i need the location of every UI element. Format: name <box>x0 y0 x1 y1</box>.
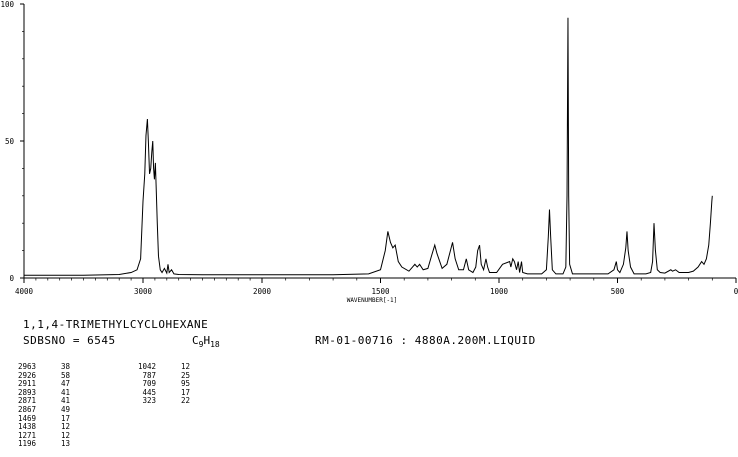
formula-element-h: H <box>203 334 211 347</box>
peak-wavenumber: 2926 <box>17 370 36 380</box>
formula-count-h: 18 <box>210 340 220 350</box>
peak-intensity: 25 <box>180 370 190 380</box>
peak-intensity: 95 <box>180 379 190 389</box>
formula-element-c: C <box>192 334 199 347</box>
sdbs-number: SDBSNO = 6545 <box>23 334 116 347</box>
molecular-formula: C9H18 <box>192 334 220 349</box>
peak-row: 1469 17 <box>10 413 70 424</box>
peak-table-column-2: 1042 12 787 25 709 95 445 17 323 22 <box>130 362 190 406</box>
peak-row: 323 22 <box>130 397 190 406</box>
formula-count-c: 9 <box>198 340 204 350</box>
peak-wavenumber: 709 <box>142 379 156 389</box>
peak-intensity: 41 <box>60 387 70 397</box>
x-tick-label: 3000 <box>134 287 153 296</box>
sample-info: RM-01-00716 : 4880A.200M.LIQUID <box>315 334 536 347</box>
peak-row: 1042 12 <box>130 362 190 372</box>
peak-row: 2871 41 <box>10 397 70 406</box>
peak-intensity: 38 <box>60 362 70 371</box>
peak-wavenumber: 445 <box>142 387 156 397</box>
peak-wavenumber: 2867 <box>17 404 36 414</box>
peak-intensity: 13 <box>60 439 70 449</box>
peak-wavenumber: 2893 <box>17 387 36 397</box>
peak-row: 787 25 <box>130 370 190 381</box>
x-tick-label: 2000 <box>253 287 272 296</box>
peak-row: 709 95 <box>130 380 190 389</box>
peak-wavenumber: 1042 <box>137 362 156 371</box>
y-tick-label: 0 <box>9 274 14 283</box>
peak-row: 445 17 <box>130 387 190 398</box>
chart-ticks: 4000 3000 2000 1500 1000 500 0 0 50 100 <box>0 0 738 296</box>
x-tick-label: 500 <box>611 287 625 296</box>
peak-wavenumber: 2911 <box>17 379 36 389</box>
peak-intensity: 41 <box>60 396 70 406</box>
peak-row: 2911 47 <box>10 380 70 389</box>
x-tick-label: 0 <box>734 287 738 296</box>
peak-intensity: 22 <box>180 396 190 406</box>
peak-intensity: 12 <box>60 430 70 440</box>
peak-wavenumber: 787 <box>142 370 156 380</box>
peak-intensity: 12 <box>180 362 190 371</box>
peak-row: 2867 49 <box>10 404 70 415</box>
peak-wavenumber: 2963 <box>17 362 36 371</box>
peak-wavenumber: 1271 <box>17 430 36 440</box>
x-axis-label: WAVENUMBER[-1] <box>347 297 398 304</box>
peak-row: 1196 13 <box>10 440 70 449</box>
peak-row: 2926 58 <box>10 370 70 381</box>
peak-intensity: 17 <box>60 413 70 423</box>
peak-intensity: 49 <box>60 404 70 414</box>
peak-wavenumber: 323 <box>142 396 156 406</box>
peak-intensity: 47 <box>60 379 70 389</box>
y-tick-label: 50 <box>5 137 15 146</box>
peak-row: 2893 41 <box>10 387 70 398</box>
spectrum-trace <box>24 17 713 276</box>
peak-row: 2963 38 <box>10 362 70 372</box>
chart-axes <box>23 4 736 279</box>
peak-intensity: 12 <box>60 422 70 432</box>
peak-wavenumber: 1438 <box>17 422 36 432</box>
peak-intensity: 58 <box>60 370 70 380</box>
peak-row: 1438 12 <box>10 423 70 432</box>
x-tick-label: 4000 <box>15 287 34 296</box>
x-tick-label: 1500 <box>371 287 390 296</box>
compound-name: 1,1,4-TRIMETHYLCYCLOHEXANE <box>23 318 209 331</box>
peak-wavenumber: 1196 <box>17 439 36 449</box>
raman-spectrum-chart: 4000 3000 2000 1500 1000 500 0 0 50 100 WAVENUMBE… <box>0 0 738 304</box>
peak-wavenumber: 2871 <box>17 396 36 406</box>
peak-row: 1271 12 <box>10 430 70 441</box>
peak-intensity: 17 <box>180 387 190 397</box>
peak-wavenumber: 1469 <box>17 413 36 423</box>
x-tick-label: 1000 <box>490 287 509 296</box>
y-tick-label: 100 <box>0 0 14 9</box>
